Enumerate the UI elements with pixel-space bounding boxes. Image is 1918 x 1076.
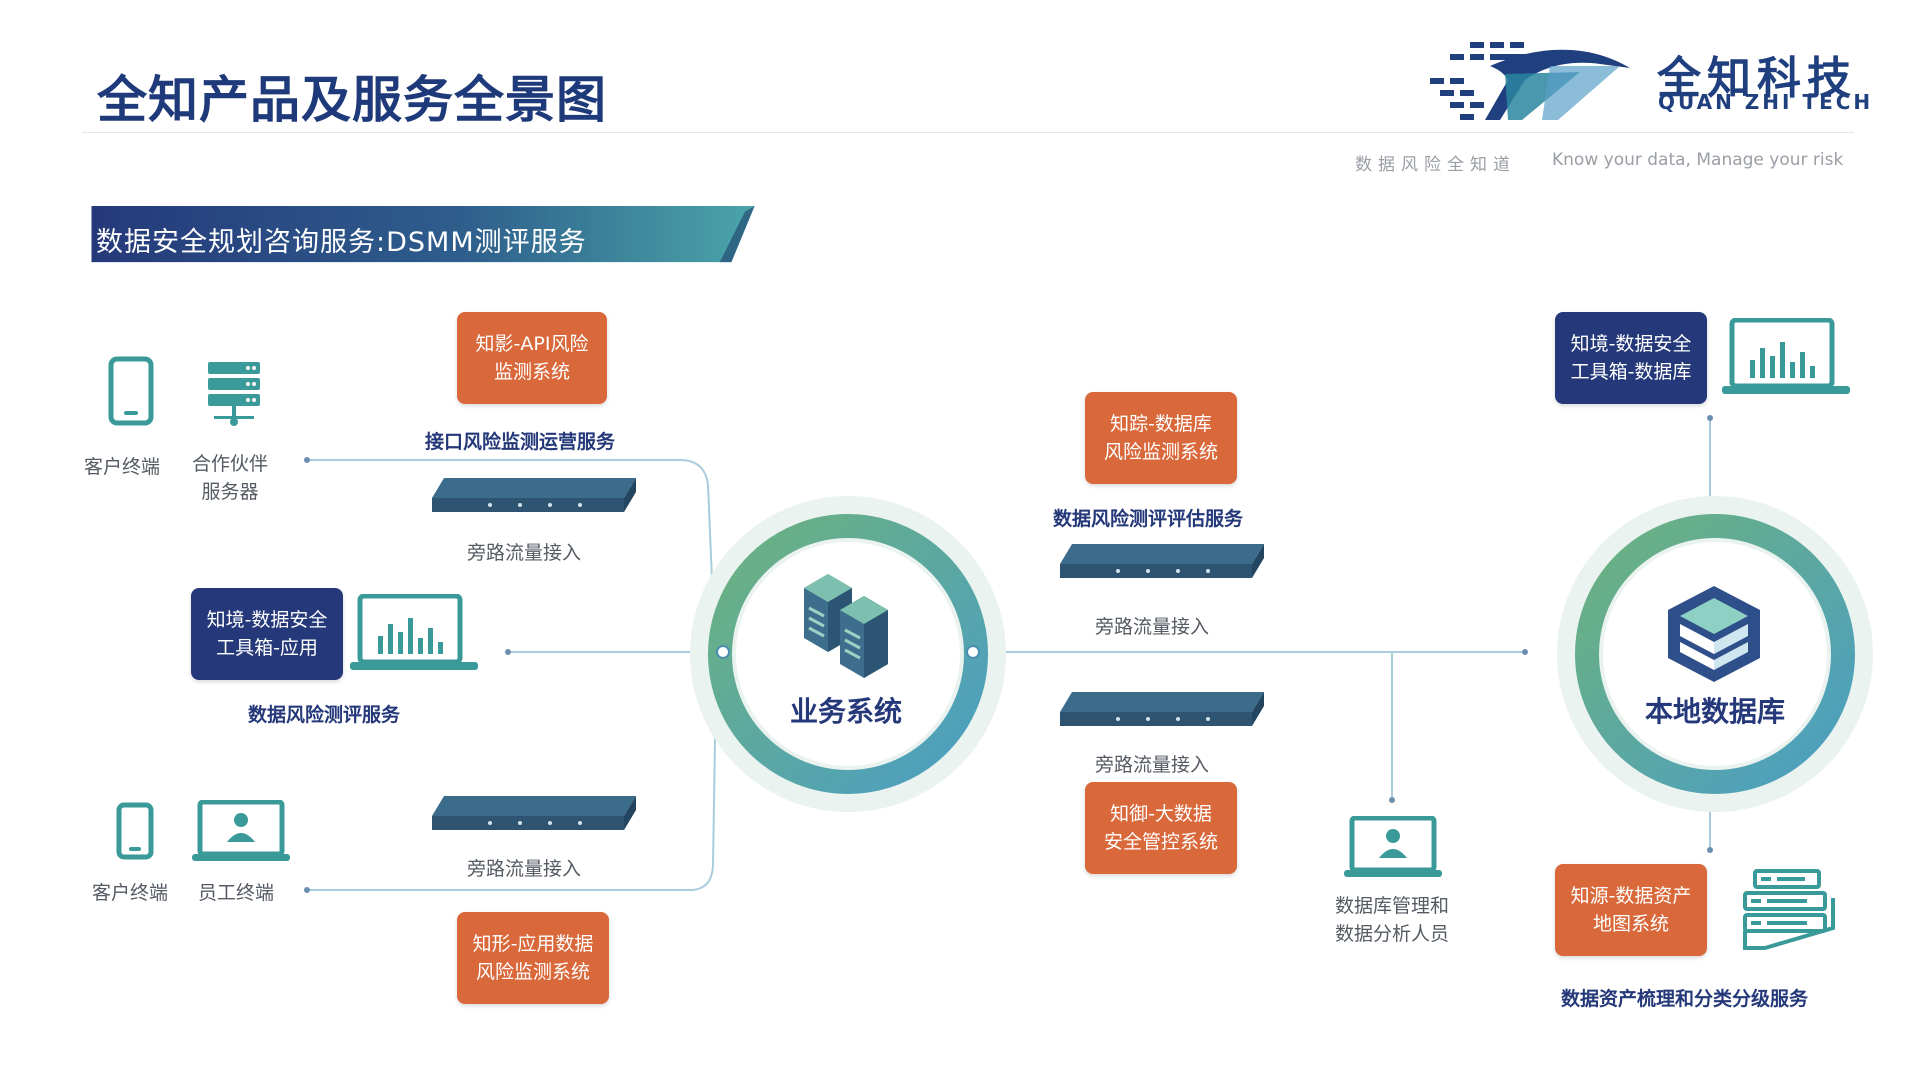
slogan-cn: 数据风险全知道 bbox=[1355, 155, 1516, 175]
zhiying-line2: 监测系统 bbox=[493, 361, 570, 383]
zhixing-line1: 知形-应用数据 bbox=[472, 933, 594, 955]
bypass-label-top-middle: 旁路流量接入 bbox=[1095, 616, 1210, 638]
database-cube-icon bbox=[1668, 586, 1760, 682]
asset-classification-service-label: 数据资产梳理和分类分级服务 bbox=[1561, 988, 1809, 1010]
zhiyu-bigdata-box[interactable]: 知御-大数据安全管控系统 bbox=[1085, 782, 1237, 874]
db-admin-line1: 数据库管理和 bbox=[1334, 895, 1449, 917]
local-database-label: 本地数据库 bbox=[1645, 695, 1786, 728]
zhijing-app-line1: 知境-数据安全 bbox=[206, 609, 328, 631]
zhijing-db-line2: 工具箱-数据库 bbox=[1570, 361, 1692, 383]
bypass-appliance-icon-2 bbox=[432, 796, 636, 830]
zhiying-api-risk-box[interactable]: 知影-API风险监测系统 bbox=[457, 312, 607, 404]
db-admin-label: 数据库管理和 数据分析人员 bbox=[1322, 892, 1462, 948]
bypass-label-bottom-left: 旁路流量接入 bbox=[467, 858, 582, 880]
logo-cn: 全知科技 bbox=[1657, 53, 1857, 104]
bypass-appliance-icon-3 bbox=[1060, 544, 1264, 578]
mobile-phone-icon-2 bbox=[116, 802, 154, 860]
client-terminal-label: 客户终端 bbox=[84, 456, 161, 478]
zhijing-app-line2: 工具箱-应用 bbox=[216, 637, 318, 659]
banner-background bbox=[91, 206, 755, 263]
mobile-phone-icon bbox=[108, 356, 154, 426]
bypass-label-top-left: 旁路流量接入 bbox=[467, 542, 582, 564]
zhiyu-line1: 知御-大数据 bbox=[1110, 803, 1212, 825]
employee-terminal-label: 员工终端 bbox=[198, 882, 275, 904]
partner-server-line2: 服务器 bbox=[201, 481, 259, 503]
api-risk-service-label: 接口风险监测运营服务 bbox=[425, 431, 616, 453]
zhijing-toolbox-db-box[interactable]: 知境-数据安全工具箱-数据库 bbox=[1555, 312, 1707, 404]
zhizong-line1: 知踪-数据库 bbox=[1110, 413, 1212, 435]
client-terminal-label-2: 客户终端 bbox=[92, 882, 169, 904]
partner-server-line1: 合作伙伴 bbox=[191, 453, 268, 475]
bypass-appliance-icon bbox=[432, 478, 636, 512]
logo-en: QUAN ZHI TECH bbox=[1658, 90, 1874, 114]
banner-title: 数据安全规划咨询服务:DSMM测评服务 bbox=[96, 227, 587, 258]
zhiying-line1: 知影-API风险 bbox=[475, 333, 589, 355]
server-rack-icon bbox=[208, 362, 260, 426]
zhiyuan-line2: 地图系统 bbox=[1592, 913, 1669, 935]
bypass-label-bottom-middle: 旁路流量接入 bbox=[1095, 754, 1210, 776]
risk-eval-service-label: 数据风险测评服务 bbox=[248, 704, 401, 726]
partner-server-label: 合作伙伴 服务器 bbox=[185, 450, 275, 506]
zhixing-line2: 风险监测系统 bbox=[475, 961, 590, 983]
zhixing-app-data-box[interactable]: 知形-应用数据风险监测系统 bbox=[457, 912, 609, 1004]
zhiyu-line2: 安全管控系统 bbox=[1103, 831, 1218, 853]
monitor-chart-icon-2 bbox=[1722, 318, 1850, 394]
zhiyuan-asset-map-box[interactable]: 知源-数据资产地图系统 bbox=[1555, 864, 1707, 956]
header-divider bbox=[82, 132, 1854, 133]
zhijing-db-line1: 知境-数据安全 bbox=[1570, 333, 1692, 355]
zhiyuan-line1: 知源-数据资产 bbox=[1570, 885, 1692, 907]
zhizong-line2: 风险监测系统 bbox=[1103, 441, 1218, 463]
zhijing-toolbox-app-box[interactable]: 知境-数据安全工具箱-应用 bbox=[191, 588, 343, 680]
server-tower-icon bbox=[804, 574, 888, 678]
storage-servers-icon bbox=[1743, 869, 1835, 950]
company-logo-mark bbox=[1430, 42, 1630, 120]
employee-computer-icon bbox=[192, 800, 290, 861]
db-eval-service-label: 数据风险测评评估服务 bbox=[1053, 508, 1244, 530]
admin-computer-icon bbox=[1344, 816, 1442, 877]
page-title: 全知产品及服务全景图 bbox=[97, 71, 607, 129]
monitor-chart-icon bbox=[350, 594, 478, 670]
bypass-appliance-icon-4 bbox=[1060, 692, 1264, 726]
slogan-en: Know your data, Manage your risk bbox=[1552, 150, 1844, 170]
zhizong-db-risk-box[interactable]: 知踪-数据库风险监测系统 bbox=[1085, 392, 1237, 484]
business-system-label: 业务系统 bbox=[790, 695, 903, 728]
db-admin-line2: 数据分析人员 bbox=[1334, 923, 1449, 945]
